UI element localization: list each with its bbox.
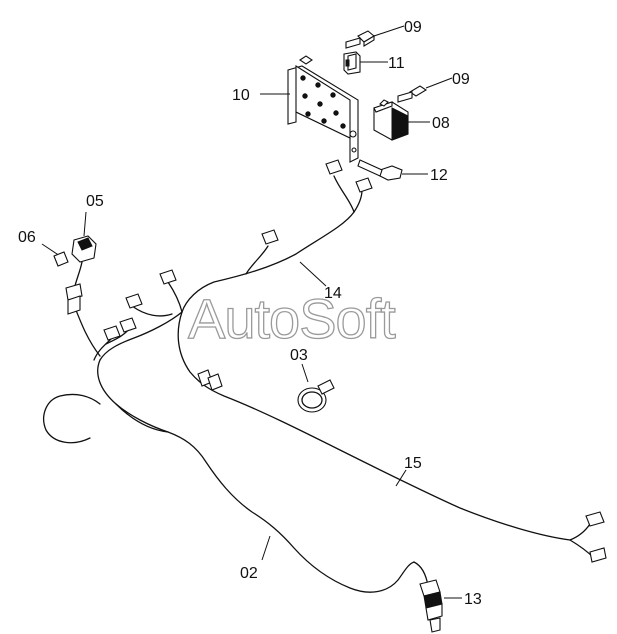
callouts: 09 11 10 09 08 12 05 06 14 03 15 02 13 [18, 19, 482, 608]
callout-06: 06 [18, 229, 36, 246]
harness-02 [43, 359, 429, 593]
callout-03: 03 [290, 347, 308, 364]
callout-08: 08 [432, 115, 450, 132]
switch-05 [65, 235, 97, 315]
watermark: AutoSoft [188, 287, 396, 350]
callout-09-right: 09 [452, 71, 470, 88]
callout-10: 10 [232, 87, 250, 104]
sensor-13 [419, 579, 443, 633]
bolt-09-right [397, 85, 428, 103]
bolt-12 [357, 159, 403, 181]
relay-box-08 [373, 99, 409, 141]
callout-11: 11 [388, 55, 405, 72]
clamp-03 [297, 379, 335, 413]
callout-02: 02 [240, 565, 258, 582]
leader-lines [41, 25, 462, 599]
callout-15: 15 [404, 455, 422, 472]
harness-15-connectors [197, 369, 607, 563]
mounting-bracket [287, 55, 359, 163]
callout-12: 12 [430, 167, 448, 184]
callout-05: 05 [86, 193, 104, 210]
clip-06 [53, 251, 69, 267]
relay-11 [343, 51, 361, 75]
callout-14: 14 [324, 285, 342, 302]
harness-14-connectors [103, 159, 373, 341]
callout-13: 13 [464, 591, 482, 608]
bolt-09-top [345, 30, 375, 49]
callout-09-top: 09 [404, 19, 422, 36]
